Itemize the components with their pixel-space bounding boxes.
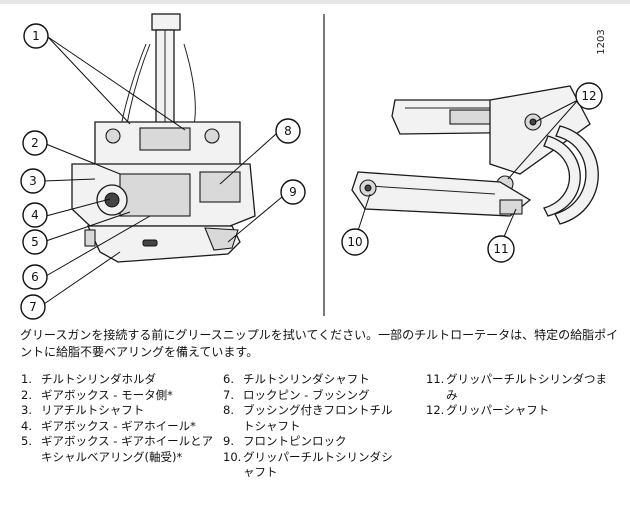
- list-item: 4.ギアボックス - ギアホイール*: [21, 418, 196, 433]
- lubrication-note: グリースガンを接続する前にグリースニップルを拭いてください。一部のチルトローテー…: [20, 328, 619, 359]
- callout-6-label: 6: [31, 270, 39, 284]
- lubrication-figure: 1203 1 2 3 4 5 6: [20, 13, 607, 320]
- callout-8: 8: [275, 118, 301, 144]
- parts-list-col3: 11.グリッパーチルトシリンダつまみ 12.グリッパーシャフト: [426, 372, 616, 419]
- callout-3-label: 3: [29, 174, 37, 188]
- callout-2: 2: [22, 130, 48, 156]
- callout-9-label: 9: [289, 185, 297, 199]
- callout-3: 3: [20, 168, 46, 194]
- callout-2-label: 2: [31, 136, 39, 150]
- list-item: 12.グリッパーシャフト: [426, 403, 550, 417]
- parts-list-col2: 6.チルトシリンダシャフト 7.ロックピン - ブッシング 8.ブッシング付きフ…: [223, 372, 403, 481]
- callout-5-label: 5: [31, 235, 39, 249]
- callout-12-label: 12: [581, 89, 596, 103]
- callout-6: 6: [22, 264, 48, 290]
- callout-4-label: 4: [31, 208, 39, 222]
- callout-7-label: 7: [29, 300, 37, 314]
- list-item: 7.ロックピン - ブッシング: [223, 387, 370, 402]
- tiltrotator-drawing: [71, 13, 256, 263]
- list-item: 8.ブッシング付きフロントチルトシャフト: [223, 403, 393, 433]
- callout-8-label: 8: [284, 124, 292, 138]
- callout-4: 4: [22, 202, 48, 228]
- list-item: 11.グリッパーチルトシリンダつまみ: [426, 372, 607, 402]
- callout-1: 1: [23, 23, 49, 49]
- list-item: 10.グリッパーチルトシリンダシャフト: [223, 449, 393, 480]
- gripper-drawing: [351, 85, 599, 225]
- callout-10-label: 10: [347, 235, 362, 249]
- leader-lines: [43, 36, 579, 305]
- callout-7: 7: [20, 294, 46, 320]
- top-rule: [0, 0, 630, 4]
- list-item: 3.リアチルトシャフト: [21, 403, 145, 417]
- callout-9: 9: [280, 179, 306, 205]
- parts-list-col1: 1.チルトシリンダホルダ 2.ギアボックス - モータ側* 3.リアチルトシャフ…: [21, 372, 216, 465]
- list-item: 6.チルトシリンダシャフト: [223, 372, 370, 386]
- list-item: 1.チルトシリンダホルダ: [21, 372, 156, 386]
- list-item: 2.ギアボックス - モータ側*: [21, 387, 173, 402]
- callout-5: 5: [22, 229, 48, 255]
- figure-id: 1203: [596, 29, 607, 54]
- callout-12: 12: [575, 82, 603, 110]
- list-item: 9.フロントピンロック: [223, 434, 347, 448]
- callout-11: 11: [487, 235, 515, 263]
- callout-1-label: 1: [32, 29, 40, 43]
- callout-10: 10: [341, 228, 369, 256]
- callout-11-label: 11: [493, 242, 508, 256]
- list-item: 5.ギアボックス - ギアホイールとアキシャルベアリング(軸受)*: [21, 434, 214, 464]
